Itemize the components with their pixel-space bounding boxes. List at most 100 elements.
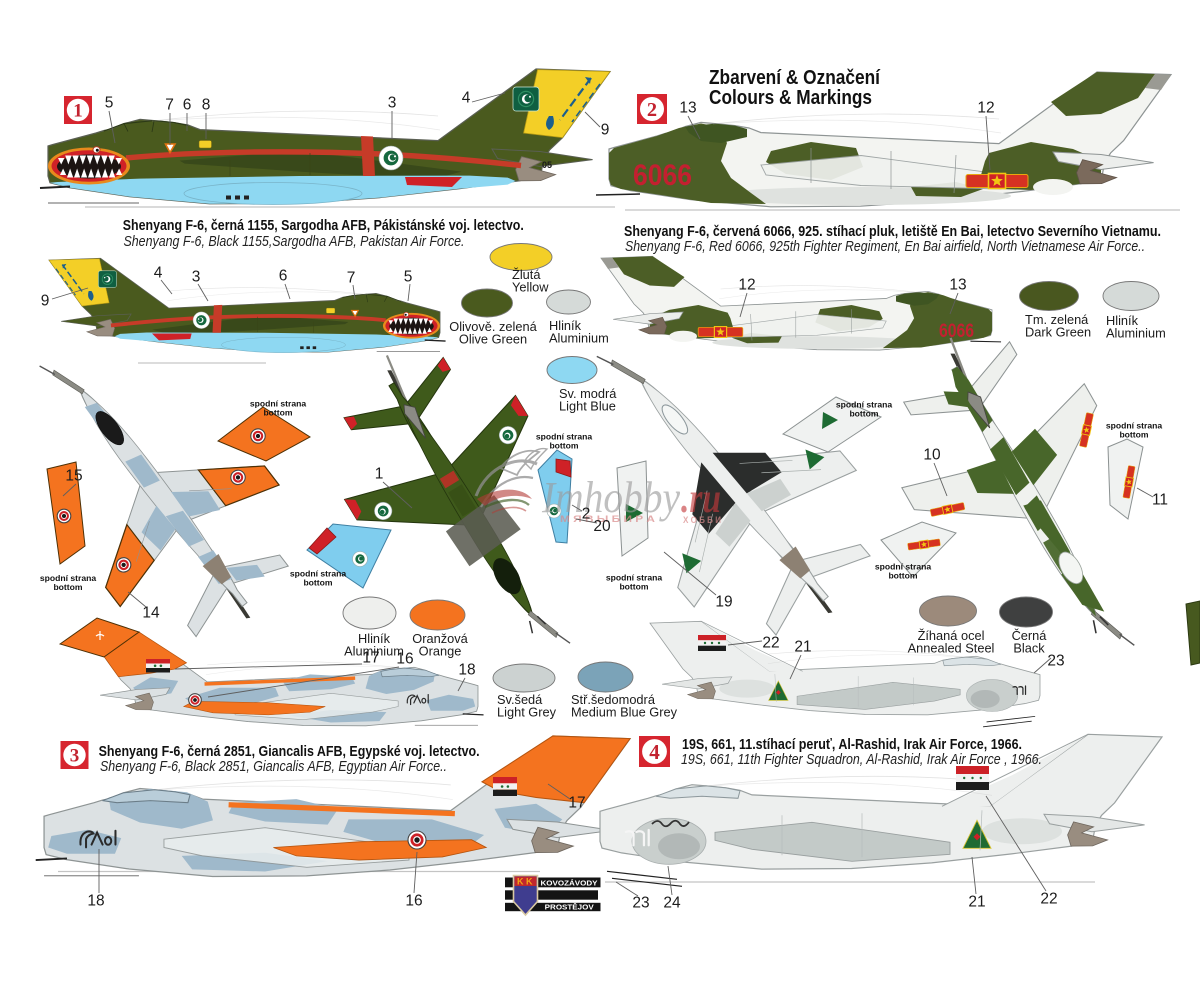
svg-text:Hliník: Hliník [1106, 313, 1139, 328]
svg-text:4: 4 [154, 265, 163, 282]
svg-text:Sv.šedá: Sv.šedá [497, 692, 543, 707]
svg-text:7: 7 [347, 270, 356, 287]
svg-text:7: 7 [165, 97, 174, 114]
svg-text:bottom: bottom [1119, 430, 1148, 440]
svg-text:13: 13 [679, 100, 696, 117]
svg-text:8: 8 [202, 97, 211, 114]
svg-text:Shenyang F-6, červená 6066, 92: Shenyang F-6, červená 6066, 925. stíhací… [624, 224, 1161, 240]
svg-text:spodní strana: spodní strana [1106, 421, 1163, 431]
svg-text:Olive Green: Olive Green [459, 332, 527, 347]
svg-text:22: 22 [762, 635, 779, 652]
svg-text:11: 11 [1152, 492, 1168, 509]
svg-text:20: 20 [593, 518, 611, 535]
svg-text:spodní strana: spodní strana [40, 573, 97, 583]
svg-text:21: 21 [794, 639, 811, 656]
svg-text:Aluminium: Aluminium [549, 331, 609, 346]
svg-text:Yellow: Yellow [512, 280, 549, 295]
svg-text:22: 22 [1040, 891, 1057, 908]
svg-text:24: 24 [663, 895, 681, 912]
svg-text:spodní strana: spodní strana [536, 432, 593, 442]
svg-text:Shenyang F-6, černá 2851, Gian: Shenyang F-6, černá 2851, Giancalis AFB,… [99, 744, 480, 760]
svg-text:6066: 6066 [633, 159, 692, 192]
svg-text:15: 15 [65, 468, 82, 485]
svg-text:5: 5 [105, 95, 114, 112]
svg-text:17: 17 [362, 650, 379, 667]
svg-text:18: 18 [458, 662, 475, 679]
svg-text:3: 3 [70, 746, 80, 767]
svg-text:13: 13 [949, 277, 966, 294]
svg-text:spodní strana: spodní strana [606, 573, 663, 583]
svg-text:Černá: Černá [1012, 628, 1048, 643]
svg-text:Annealed Steel: Annealed Steel [908, 641, 995, 656]
svg-text:PROSTĚJOV: PROSTĚJOV [545, 903, 595, 912]
svg-text:bottom: bottom [53, 582, 82, 592]
svg-text:3: 3 [192, 269, 201, 286]
svg-text:Dark Green: Dark Green [1025, 325, 1091, 340]
svg-text:12: 12 [738, 277, 755, 294]
svg-text:spodní strana: spodní strana [290, 569, 347, 579]
svg-text:16: 16 [405, 893, 422, 910]
svg-text:Hliník: Hliník [549, 318, 582, 333]
svg-text:Shenyang F-6, Black 2851, Gian: Shenyang F-6, Black 2851, Giancalis AFB,… [100, 759, 447, 775]
svg-text:1: 1 [73, 101, 83, 122]
svg-text:.ru: .ru [681, 476, 721, 522]
svg-text:5: 5 [404, 269, 413, 286]
svg-text:spodní strana: spodní strana [250, 399, 307, 409]
svg-text:05: 05 [542, 160, 552, 170]
svg-text:16: 16 [396, 651, 413, 668]
svg-text:17: 17 [568, 795, 585, 812]
svg-text:bottom: bottom [619, 582, 648, 592]
svg-text:Black: Black [1013, 641, 1045, 656]
svg-text:Olivově. zelená: Olivově. zelená [449, 319, 537, 334]
svg-text:Shenyang F-6, Black 1155,Sargo: Shenyang F-6, Black 1155,Sargodha AFB, P… [124, 234, 465, 250]
svg-text:K: K [526, 877, 533, 887]
svg-text:Stř.šedomodrá: Stř.šedomodrá [571, 692, 656, 707]
svg-text:spodní strana: spodní strana [836, 400, 893, 410]
svg-text:Light Grey: Light Grey [497, 705, 557, 720]
svg-text:Tm. zelená: Tm. zelená [1025, 312, 1089, 327]
svg-text:bottom: bottom [263, 408, 292, 418]
svg-text:3: 3 [388, 95, 397, 112]
svg-text:9: 9 [41, 293, 50, 310]
svg-text:23: 23 [632, 895, 649, 912]
svg-text:21: 21 [968, 894, 985, 911]
svg-text:6: 6 [279, 268, 288, 285]
svg-text:19S, 661, 11.stíhací peruť, Al: 19S, 661, 11.stíhací peruť, Al-Rashid, I… [682, 737, 1022, 753]
svg-text:10: 10 [923, 447, 941, 464]
svg-text:6066: 6066 [939, 321, 974, 342]
svg-text:Aluminium: Aluminium [344, 644, 404, 659]
svg-text:bottom: bottom [549, 441, 578, 451]
svg-text:bottom: bottom [303, 578, 332, 588]
svg-text:14: 14 [142, 605, 160, 622]
svg-text:18: 18 [87, 893, 104, 910]
svg-text:Orange: Orange [419, 644, 462, 659]
svg-text:Žlutá: Žlutá [512, 267, 541, 282]
svg-text:6: 6 [183, 97, 192, 114]
svg-text:bottom: bottom [888, 571, 917, 581]
svg-text:М Я В Ы Б И Р А: М Я В Ы Б И Р А [560, 514, 656, 524]
svg-text:Imhobby: Imhobby [541, 473, 680, 522]
svg-text:4: 4 [462, 90, 471, 107]
svg-text:19: 19 [715, 594, 732, 611]
svg-text:spodní strana: spodní strana [875, 562, 932, 572]
svg-text:K: K [517, 877, 524, 887]
svg-text:Shenyang F-6, Red 6066, 925th: Shenyang F-6, Red 6066, 925th Fighter Re… [625, 239, 1145, 255]
svg-text:Aluminium: Aluminium [1106, 326, 1166, 341]
svg-text:Shenyang F-6, černá 1155, Sarg: Shenyang F-6, černá 1155, Sargodha AFB, … [123, 218, 524, 234]
svg-text:Žíhaná ocel: Žíhaná ocel [918, 628, 985, 643]
svg-text:Oranžová: Oranžová [412, 631, 468, 646]
svg-text:Colours & Markings: Colours & Markings [709, 87, 872, 109]
svg-text:Sv. modrá: Sv. modrá [559, 386, 617, 401]
svg-text:1: 1 [375, 466, 384, 483]
svg-text:2: 2 [582, 506, 591, 523]
svg-text:KOVOZÁVODY: KOVOZÁVODY [541, 879, 598, 888]
svg-text:23: 23 [1047, 653, 1064, 670]
svg-text:Hliník: Hliník [358, 631, 391, 646]
svg-text:12: 12 [977, 100, 994, 117]
svg-text:Light Blue: Light Blue [559, 399, 616, 414]
svg-text:19S, 661, 11th Fighter Squadro: 19S, 661, 11th Fighter Squadron, Al-Rash… [681, 752, 1042, 768]
svg-text:9: 9 [601, 122, 610, 139]
svg-text:Zbarvení & Označení: Zbarvení & Označení [709, 67, 881, 89]
svg-text:2: 2 [647, 99, 657, 121]
svg-text:4: 4 [649, 740, 660, 764]
